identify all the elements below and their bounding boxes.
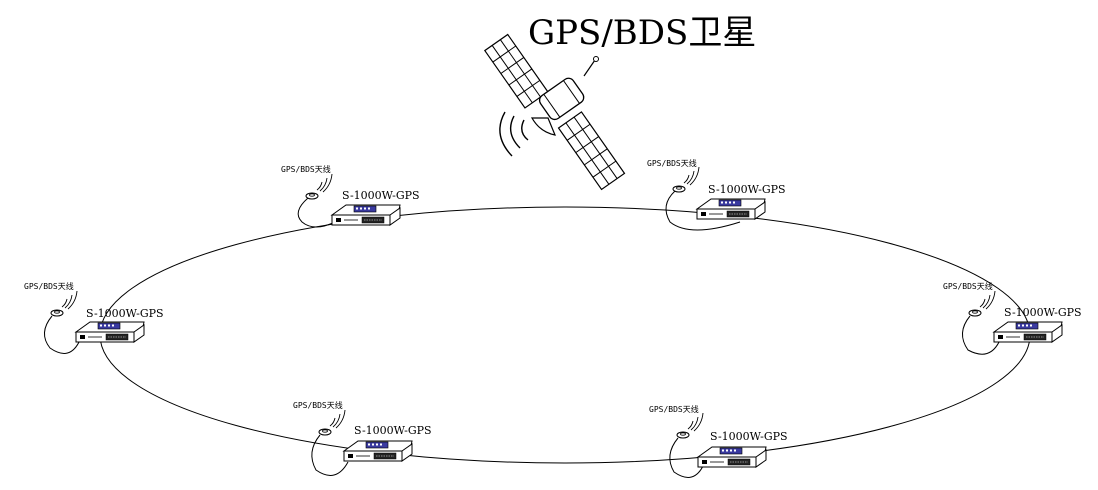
device-icon [343,440,413,462]
device-label: S-1000W-GPS [708,183,786,196]
gps-antenna-icon [968,290,996,317]
device-label: S-1000W-GPS [86,307,164,320]
device-label: S-1000W-GPS [342,189,420,202]
ring-network-line [99,206,1031,464]
satellite-icon [483,33,626,191]
device-icon [331,204,401,226]
network-node: GPS/BDS天线 S-1000W-GPS [649,404,788,478]
device-icon [696,198,766,220]
antenna-label: GPS/BDS天线 [281,164,331,174]
gps-antenna-icon [305,173,333,200]
antenna-label: GPS/BDS天线 [649,404,699,414]
device-icon [993,321,1063,343]
gps-antenna-icon [50,290,78,317]
network-node: GPS/BDS天线 S-1000W-GPS [281,164,420,228]
network-node: GPS/BDS天线 S-1000W-GPS [647,158,786,231]
network-node: GPS/BDS天线 S-1000W-GPS [293,400,432,476]
device-label: S-1000W-GPS [354,424,432,437]
device-icon [75,321,145,343]
network-node: GPS/BDS天线 S-1000W-GPS [943,281,1082,355]
device-icon [697,446,767,468]
satellite-title: GPS/BDS卫星 [528,13,756,53]
network-node: GPS/BDS天线 S-1000W-GPS [24,281,164,354]
antenna-label: GPS/BDS天线 [293,400,343,410]
antenna-label: GPS/BDS天线 [943,281,993,291]
device-label: S-1000W-GPS [710,430,788,443]
gps-antenna-icon [676,412,704,439]
gps-antenna-icon [672,166,700,193]
antenna-label: GPS/BDS天线 [647,158,697,168]
device-label: S-1000W-GPS [1004,306,1082,319]
gps-antenna-icon [318,409,346,436]
antenna-label: GPS/BDS天线 [24,281,74,291]
